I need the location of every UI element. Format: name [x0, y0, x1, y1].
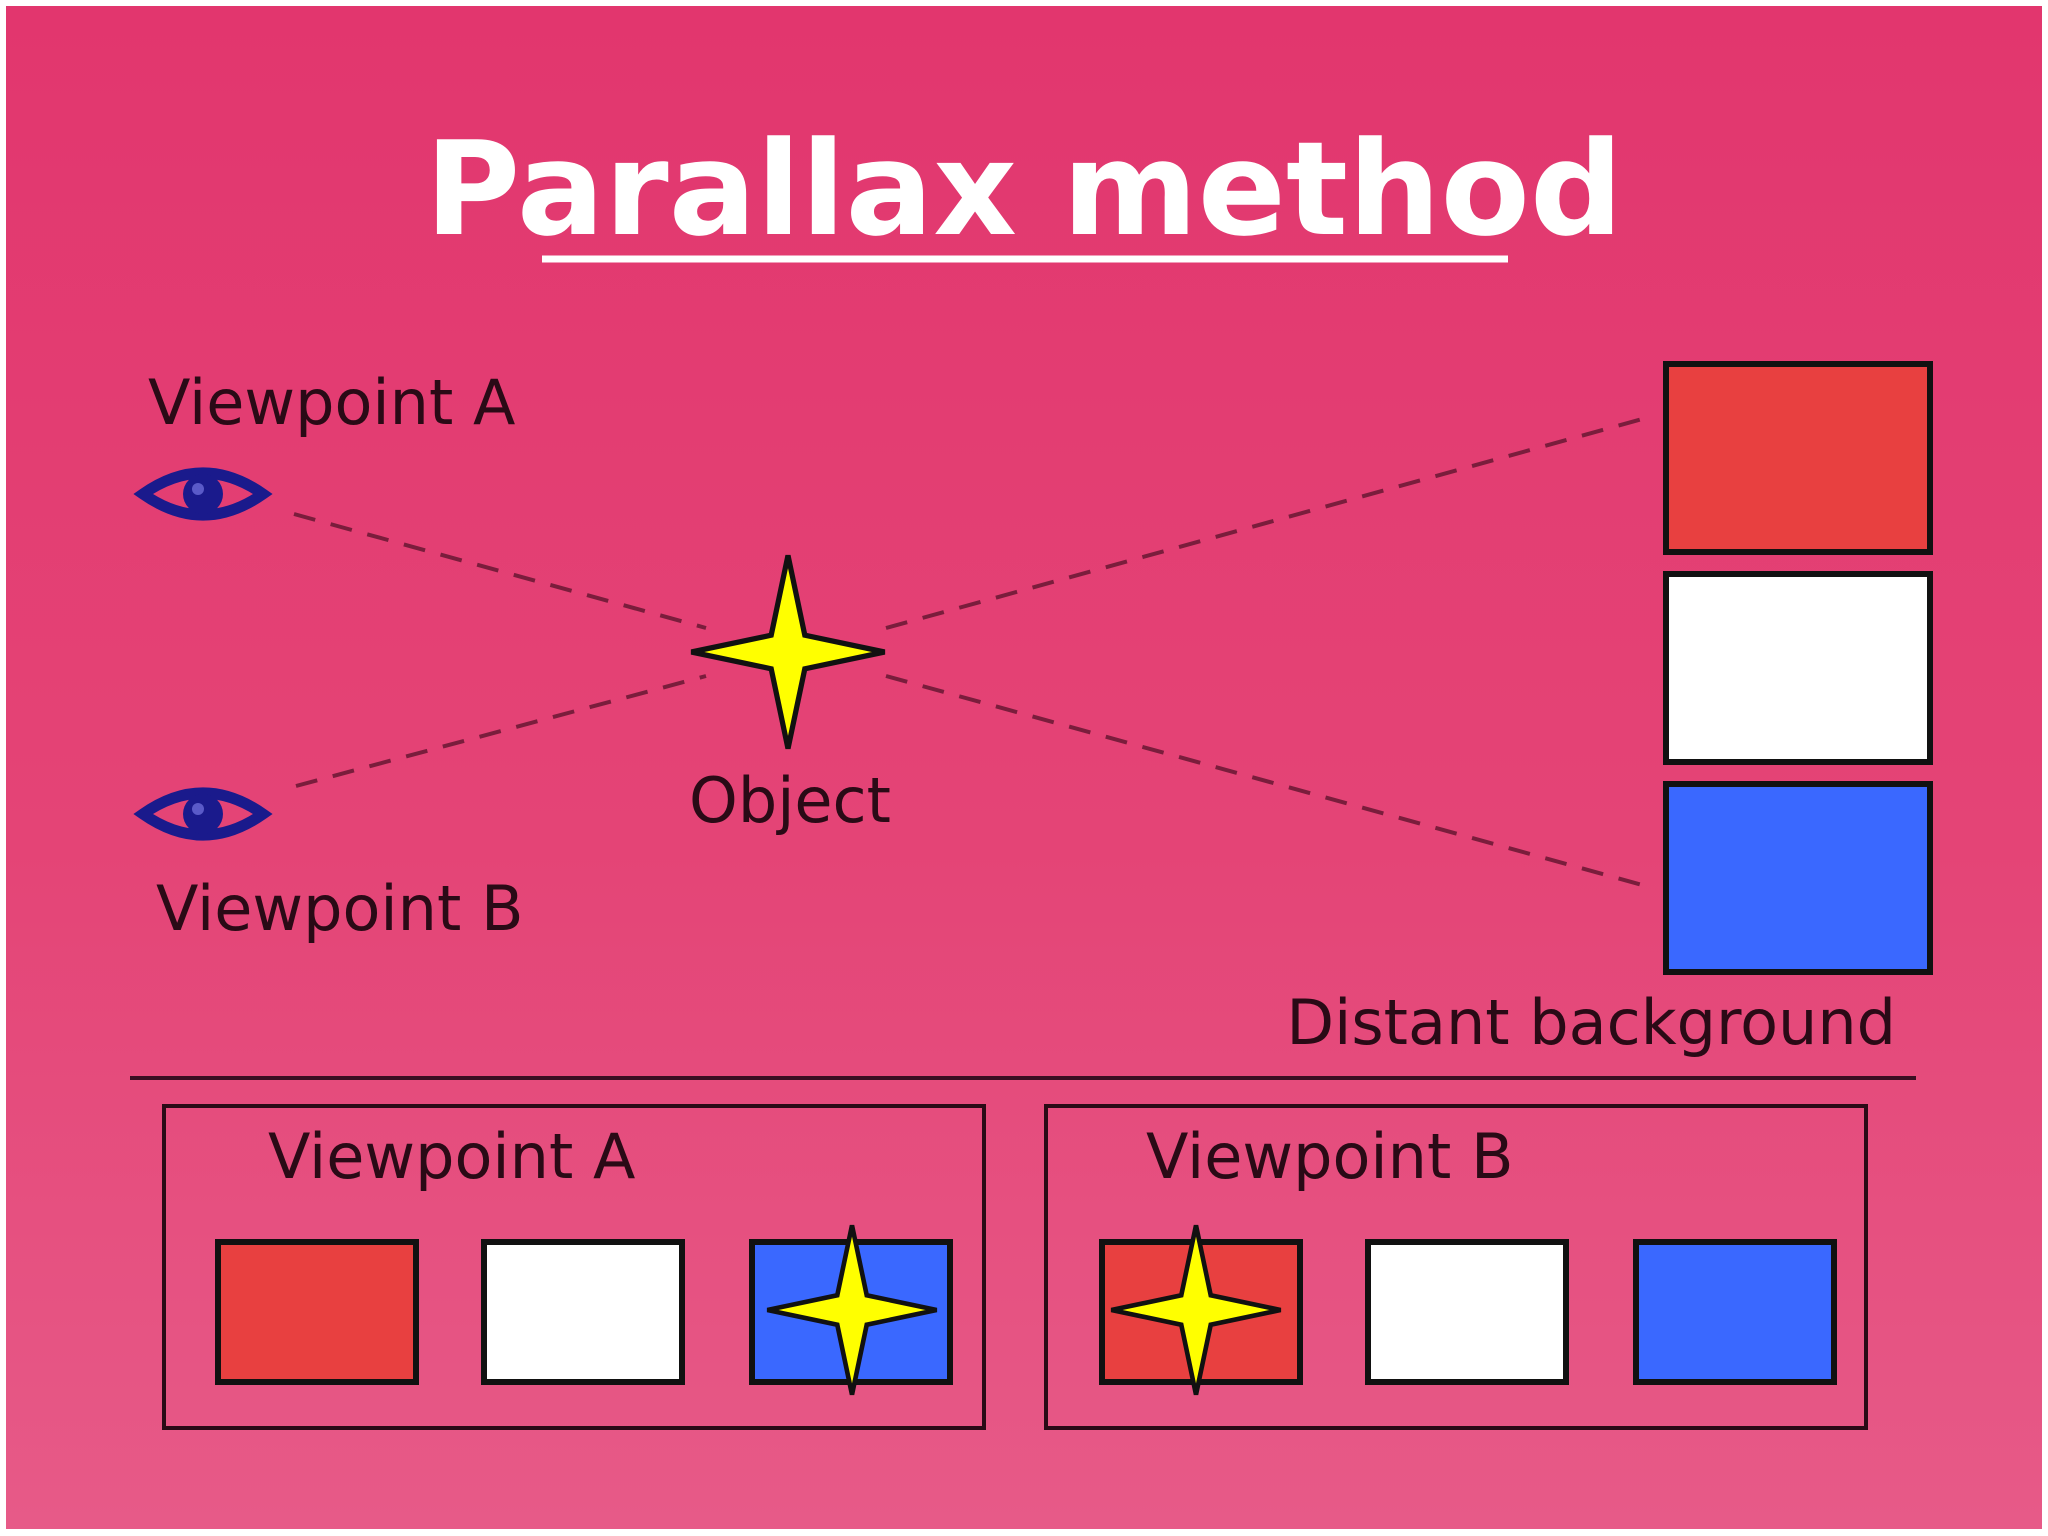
object-star-icon [691, 555, 884, 748]
background-white-square [1663, 571, 1933, 765]
parallax-diagram: Parallax method Viewpoint A Viewpoint B … [130, 113, 1933, 1430]
panel-a-white-square [481, 1239, 685, 1385]
panel-b-white-square [1365, 1239, 1569, 1385]
sight-line-a-to-object [293, 512, 707, 630]
viewpoint-b-eye-icon [143, 793, 263, 835]
sight-line-object-to-blue [885, 674, 1647, 888]
panel-a-red-square [215, 1239, 419, 1385]
viewpoint-b-label: Viewpoint B [156, 872, 524, 945]
distant-background-label: Distant background [1286, 986, 1896, 1059]
panel-b-blue-square [1633, 1239, 1837, 1385]
slide-background: Parallax method Viewpoint A Viewpoint B … [6, 6, 2042, 1529]
sight-line-b-to-object [295, 674, 707, 788]
panel-b-title: Viewpoint B [1146, 1120, 1514, 1193]
panel-viewpoint-a: Viewpoint A [162, 1104, 986, 1430]
panel-a-title: Viewpoint A [268, 1120, 635, 1193]
page-title: Parallax method [425, 113, 1623, 265]
object-label: Object [689, 764, 891, 837]
background-red-square [1663, 361, 1933, 555]
sight-line-object-to-red [885, 416, 1647, 630]
viewpoint-a-eye-icon [143, 473, 263, 515]
viewpoint-a-label: Viewpoint A [148, 366, 515, 439]
panel-viewpoint-b: Viewpoint B [1044, 1104, 1868, 1430]
background-blue-square [1663, 781, 1933, 975]
sight-lines [293, 416, 1647, 888]
